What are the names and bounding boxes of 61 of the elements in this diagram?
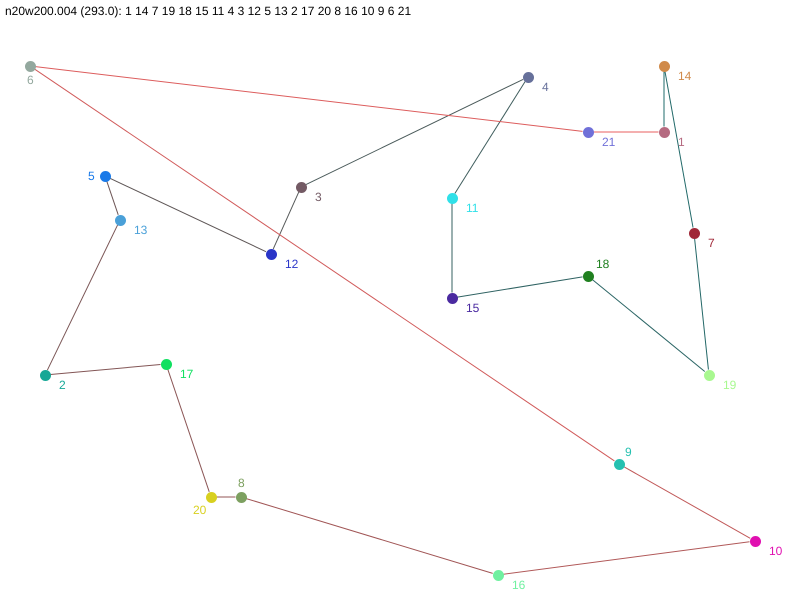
point-marker [100, 170, 110, 182]
point-marker [266, 248, 276, 260]
point-label: 8 [238, 476, 245, 490]
point-marker [658, 60, 670, 72]
point-marker [750, 536, 760, 546]
point-marker [582, 126, 594, 138]
point-label: 2 [59, 378, 66, 392]
route-line [592, 278, 706, 372]
route-line [454, 81, 526, 194]
point-label: 13 [134, 223, 148, 237]
point-label: 16 [512, 578, 526, 592]
point-marker [160, 358, 172, 370]
point-label: 4 [542, 80, 549, 94]
point-marker [114, 214, 126, 226]
route-line [694, 238, 709, 370]
route-line [46, 224, 118, 371]
point-label: 17 [180, 367, 194, 381]
point-label: 11 [466, 201, 478, 215]
route-line [109, 178, 267, 252]
route-line [272, 192, 300, 250]
point-marker [206, 492, 216, 502]
point-marker [658, 126, 670, 138]
point-label: 15 [466, 301, 480, 315]
point-marker [24, 60, 36, 72]
point-label: 14 [678, 69, 692, 83]
point-label: 7 [708, 236, 715, 250]
route-line [106, 180, 119, 216]
point-label: 1 [678, 135, 685, 149]
point-label: 10 [769, 544, 782, 558]
point-label: 3 [315, 190, 322, 204]
route-line [305, 78, 524, 186]
route-line [246, 498, 494, 574]
point-label: 20 [193, 503, 206, 517]
chart-title: n20w200.004 (293.0): 1 14 7 19 18 15 11 4 3 12 5 13 2 17 20 8 16 10 9 6 21 [5, 4, 412, 18]
point-marker [522, 72, 534, 82]
point-label: 18 [596, 257, 610, 271]
point-marker [492, 570, 504, 580]
point-marker [688, 228, 700, 238]
point-marker [446, 292, 458, 304]
point-label: 6 [27, 73, 34, 87]
route-line [167, 368, 210, 492]
point-marker [582, 270, 594, 282]
route-line [502, 541, 750, 575]
point-label: 12 [285, 257, 298, 271]
route-line [623, 466, 751, 539]
point-marker [296, 182, 306, 192]
route-line [34, 68, 615, 462]
route-line [664, 70, 694, 228]
route-line [456, 276, 584, 298]
point-label: 9 [625, 445, 632, 459]
route-line [216, 496, 236, 498]
point-marker [614, 458, 624, 470]
point-marker [40, 370, 50, 380]
route-line [50, 364, 162, 375]
point-label: 21 [602, 135, 616, 149]
point-marker [704, 370, 714, 380]
point-label: 5 [88, 169, 95, 183]
point-marker [446, 192, 458, 204]
route-line [34, 66, 584, 132]
point-label: 19 [723, 378, 736, 392]
point-marker [236, 492, 246, 502]
